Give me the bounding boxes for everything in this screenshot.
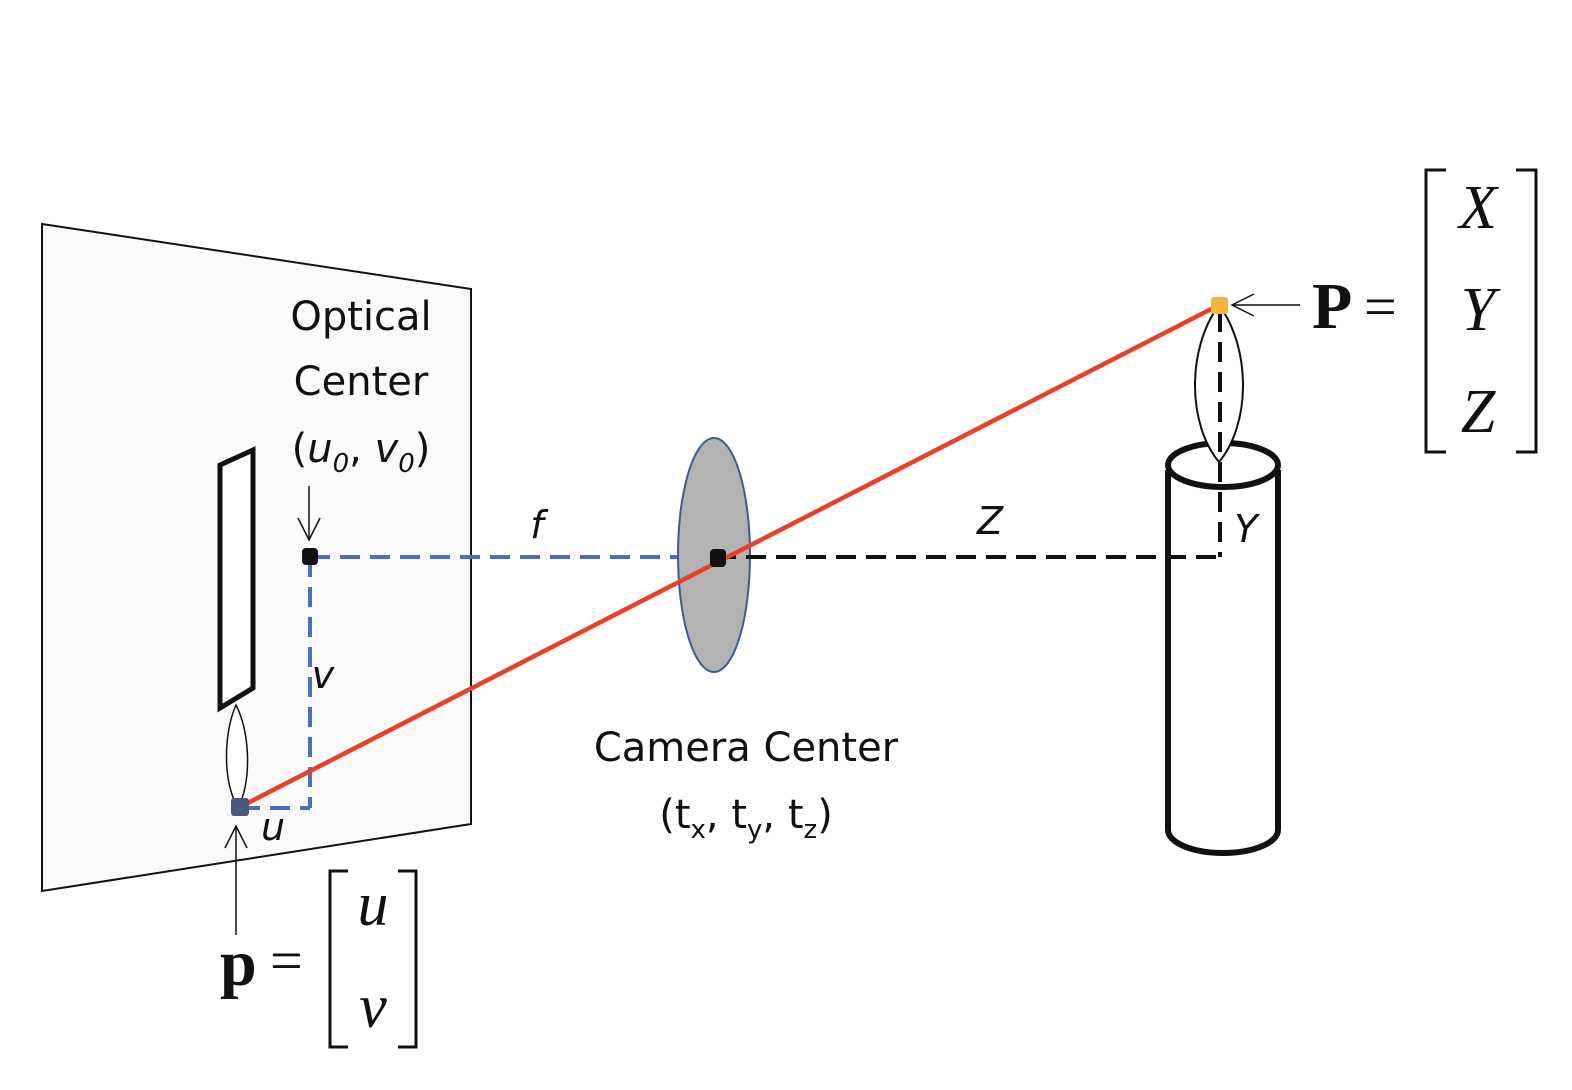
cc-tz-sub: z (804, 815, 818, 845)
world-vector-right-bracket (1516, 168, 1538, 454)
image-u-label: u (261, 805, 285, 849)
oc-v: v (375, 426, 400, 472)
cc-ty-sub: y (747, 815, 762, 845)
focal-length-label: f (530, 503, 549, 547)
projection-ray (238, 302, 1221, 810)
optical-center-point (302, 548, 318, 565)
image-point-equation: p = u v (220, 869, 418, 1049)
camera-center-coordinates: (tx, ty, tz) (659, 792, 833, 845)
cc-ty: t (731, 792, 747, 838)
world-point-marker (1211, 297, 1228, 314)
oc-v-sub: 0 (398, 449, 415, 479)
oc-comma: , (349, 426, 374, 472)
image-v-label: v (312, 653, 335, 697)
oc-u: u (307, 426, 332, 472)
candle (1165, 303, 1281, 856)
cc-sep1: , (706, 792, 731, 838)
camera-center-label: Camera Center (594, 725, 899, 771)
depth-z-label: Z (976, 499, 1004, 543)
height-y-label: Y (1234, 507, 1260, 551)
image-vector-left-bracket (328, 869, 348, 1049)
camera-center-point (710, 549, 726, 567)
image-vector-u: u (358, 871, 389, 939)
cc-open-paren: ( (659, 792, 675, 838)
depth-dashes (716, 312, 1222, 559)
optical-center-label-line2: Center (294, 359, 429, 405)
image-point-equals: = (270, 928, 303, 993)
oc-close-paren: ) (415, 426, 431, 472)
image-point-marker (231, 798, 249, 816)
cc-tx-sub: x (691, 815, 706, 845)
optical-center-label-line1: Optical (290, 294, 431, 340)
world-vector-left-bracket (1424, 168, 1446, 454)
world-point-equation: P = X Y Z (1312, 168, 1538, 454)
inverted-candle-image (217, 446, 256, 810)
cc-tz: t (788, 792, 804, 838)
world-vector-x: X (1456, 174, 1499, 242)
image-point-arrow-icon (224, 824, 248, 935)
image-vector-v: v (359, 973, 387, 1041)
image-plane (41, 222, 472, 893)
image-vector-right-bracket (398, 869, 418, 1049)
optical-center-coordinates: (u0, v0) (292, 426, 431, 479)
oc-open-paren: ( (292, 426, 308, 472)
world-point-equals: = (1364, 274, 1397, 339)
world-point-arrow-icon (1230, 293, 1300, 317)
world-vector-z: Z (1461, 378, 1496, 446)
world-point-symbol: P (1312, 270, 1352, 343)
cc-close-paren: ) (817, 792, 833, 838)
pointer-arrows (224, 293, 1300, 935)
cc-tx: t (675, 792, 691, 838)
oc-u-sub: 0 (333, 449, 350, 479)
image-point-symbol: p (220, 927, 257, 1000)
candle-body (1165, 470, 1281, 856)
world-vector-y: Y (1461, 276, 1501, 344)
projection-dashes (240, 555, 712, 810)
optical-center-arrow-icon (297, 486, 321, 542)
inverted-candle-body (217, 446, 256, 713)
cc-sep2: , (762, 792, 787, 838)
